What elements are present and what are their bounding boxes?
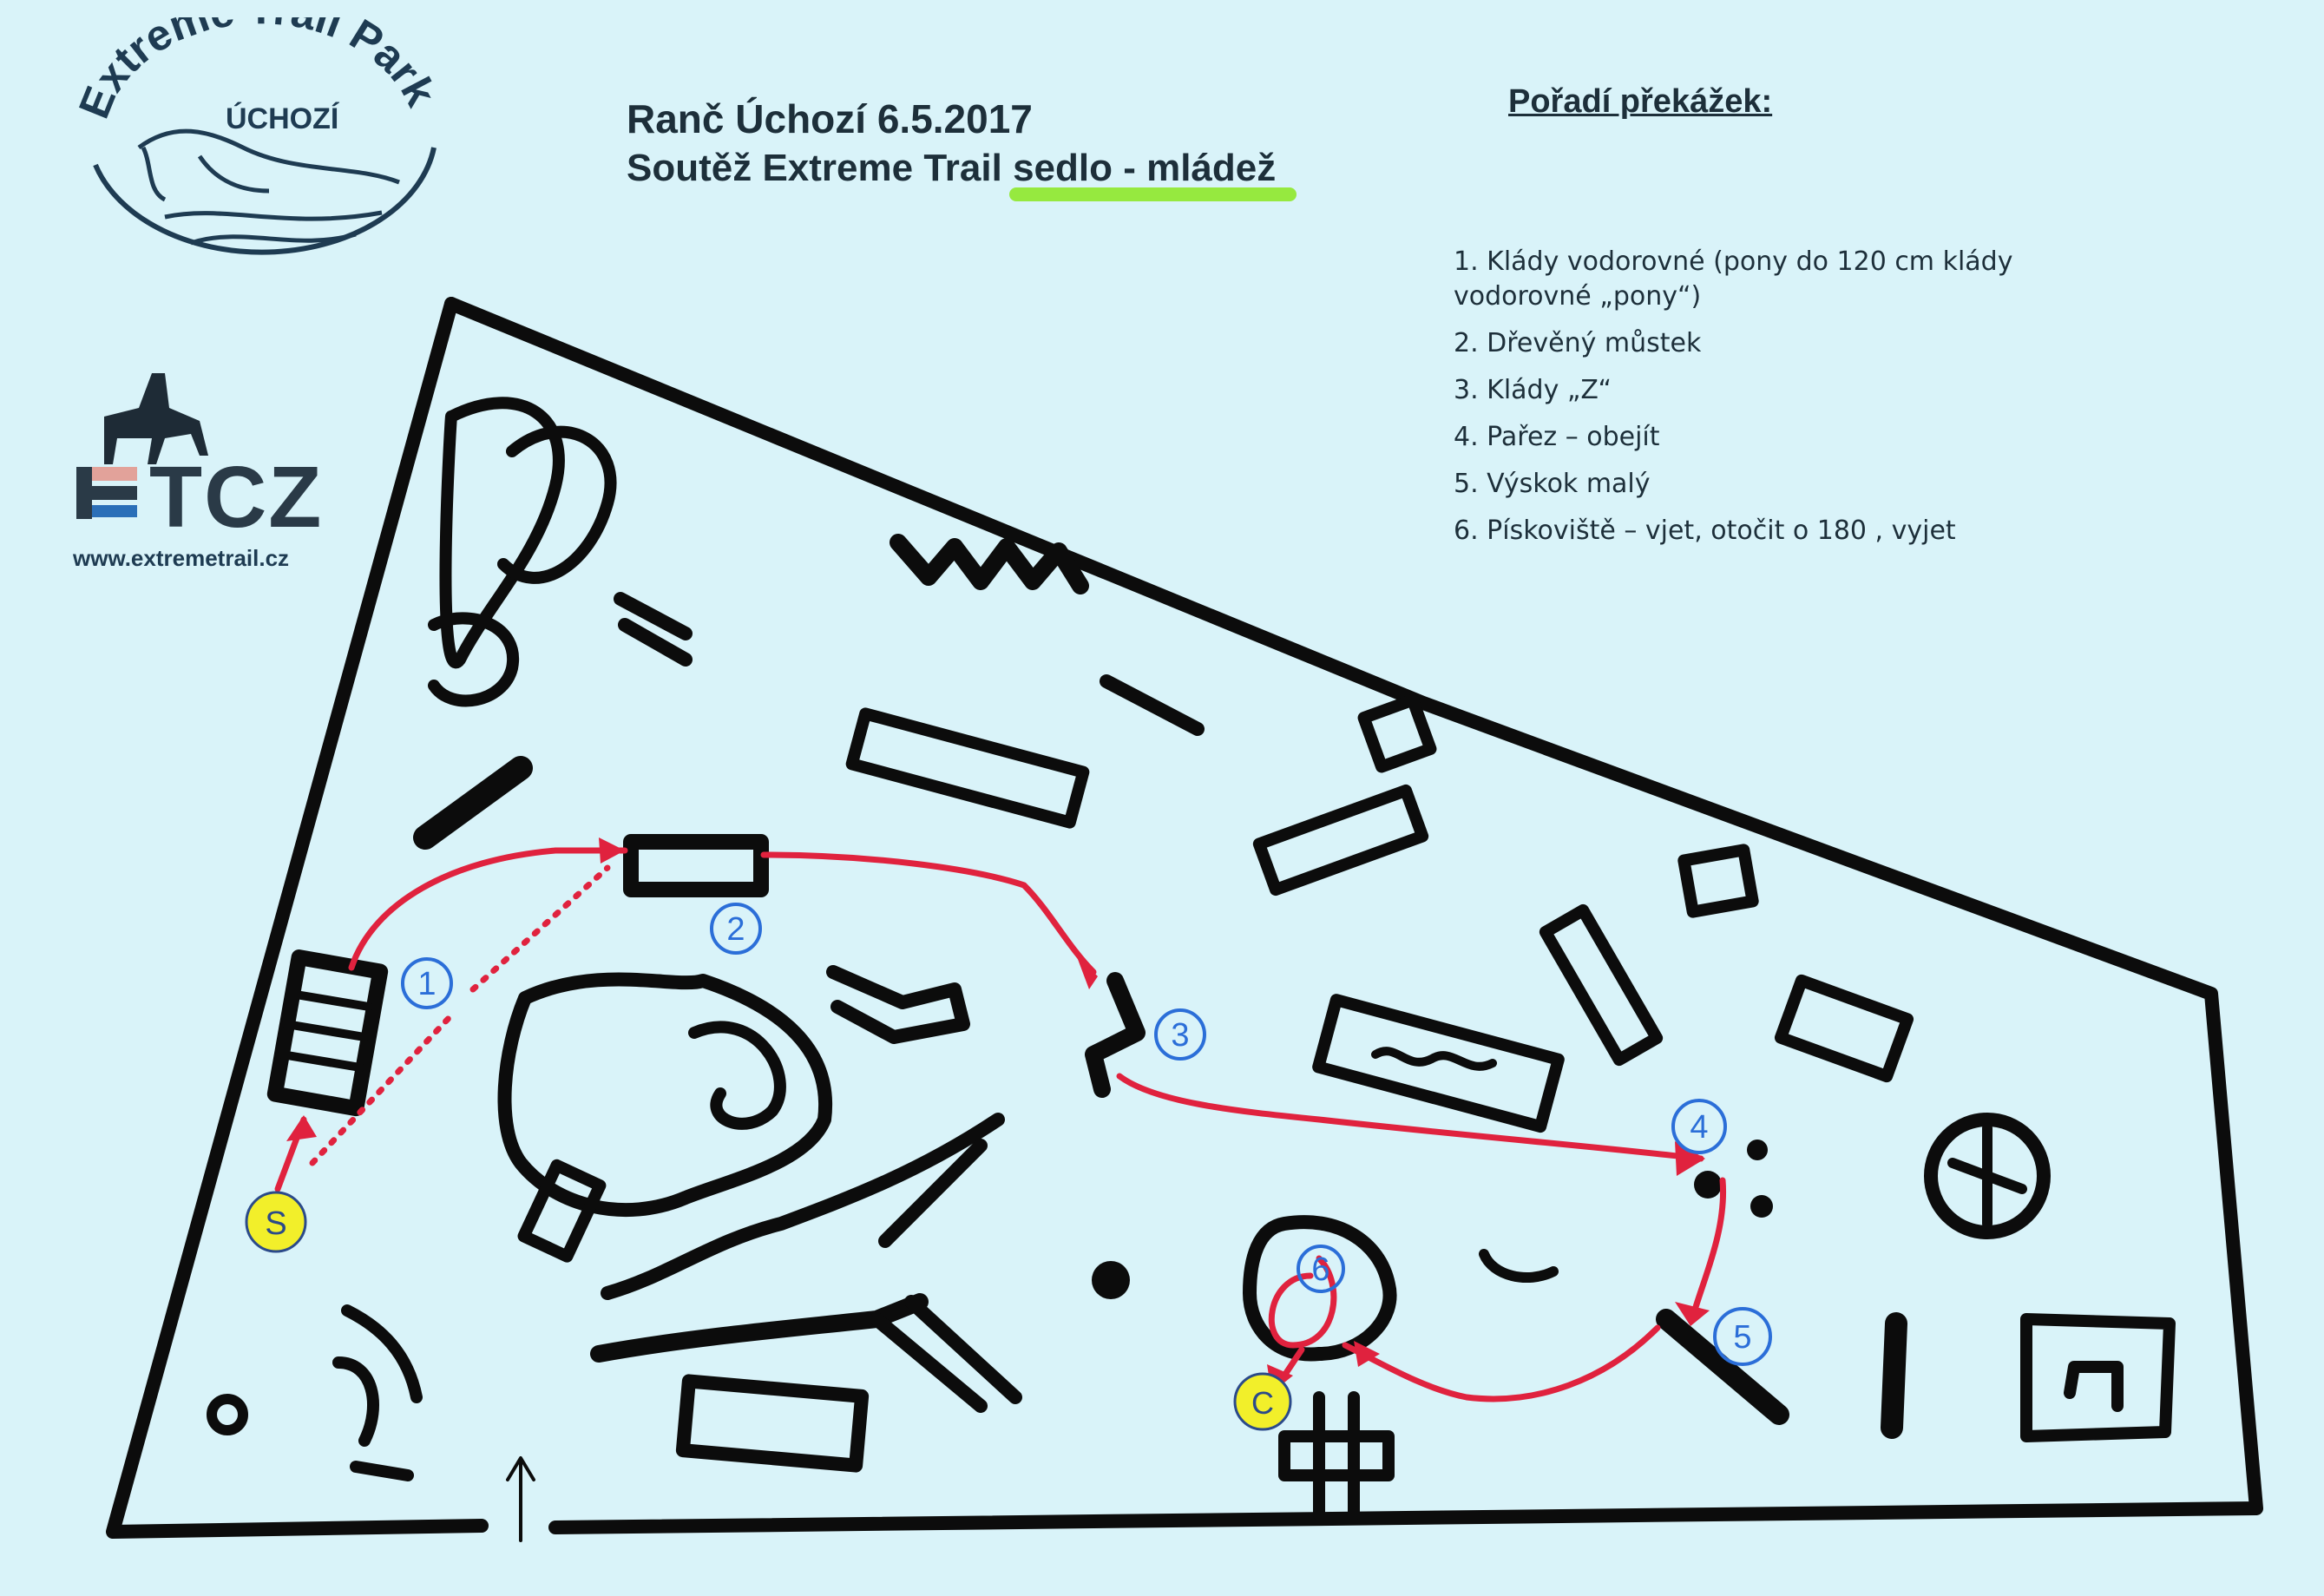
obstacle-6-sandpit [1243, 1215, 1397, 1362]
water-waves-icon [164, 210, 383, 246]
marker-4-label: 4 [1690, 1109, 1708, 1146]
horse-icon [137, 128, 400, 185]
obstacle-3-z-logs [1085, 972, 1146, 1098]
sandpit-large [497, 972, 833, 1218]
category-highlight: sedlo - mládež [1013, 147, 1277, 189]
marker-3 [1154, 1008, 1206, 1061]
marker-2-label: 2 [726, 911, 745, 948]
entrance-arrow-icon [506, 1456, 535, 1542]
marker-3-label: 3 [1171, 1017, 1189, 1054]
obstacle-shape [439, 397, 565, 669]
obstacle-poles [614, 592, 693, 667]
logo-sub-text: ÚCHOZÍ [226, 102, 340, 135]
obstacle-markers [401, 903, 1772, 1366]
page-title: Ranč Úchozí 6.5.2017 Soutěž Extreme Trai… [627, 94, 1276, 193]
water-obstacle [1312, 994, 1565, 1133]
obstacle-order-list: 1. Klády vodorovné (pony do 120 cm klády… [1454, 245, 2148, 561]
obstacle-list-item: 2. Dřevěný můstek [1454, 328, 1702, 358]
zigzag-obstacle [890, 534, 1089, 594]
obstacle-list-item: 1. Klády vodorovné (pony do 120 cm klády… [1454, 246, 2013, 312]
marker-4 [1671, 1099, 1727, 1154]
marker-1-label: 1 [417, 966, 436, 1002]
finish-marker [1233, 1372, 1292, 1431]
obstacle-list-item: 5. Výskok malý [1454, 469, 1651, 499]
arena-boundary [444, 297, 2263, 1534]
round-obstacle [1924, 1113, 2051, 1239]
obstacle-4-stump [1694, 1171, 1722, 1199]
arena-boundary-left [106, 297, 489, 1539]
title-line-1: Ranč Úchozí 6.5.2017 [627, 96, 1033, 141]
etcz-url-link[interactable]: www.extremetrail.cz [73, 545, 290, 571]
obstacle-list-item: 4. Pařez – obejít [1454, 422, 1660, 452]
obstacle-2-bridge [623, 834, 769, 897]
marker-5-label: 5 [1733, 1319, 1751, 1356]
logo-circle-arc [93, 147, 437, 255]
marker-5 [1713, 1307, 1772, 1366]
maze-obstacle [2020, 1313, 2176, 1442]
marker-6-label: 6 [1311, 1251, 1329, 1288]
bridge-obstacle [845, 707, 1090, 829]
etcz-brand: TCZ [149, 449, 324, 546]
obstacle-order-heading: Pořadí překážek: [1508, 83, 1773, 120]
route-path [274, 847, 1727, 1402]
obstacle-list-item: 6. Pískoviště – vjet, otočit o 180 , vyj… [1454, 516, 1956, 546]
marker-6 [1297, 1245, 1345, 1293]
start-label: S [265, 1205, 286, 1242]
finish-label: C [1251, 1385, 1274, 1421]
obstacle-list-item: 3. Klády „Z“ [1454, 375, 1612, 405]
marker-1 [401, 957, 453, 1009]
extreme-trail-park-logo: Extreme Trail Park ÚCHOZÍ [69, 17, 445, 255]
obstacle-5-step [1656, 1309, 1789, 1425]
etcz-rider-icon [76, 373, 208, 519]
marker-2 [710, 903, 762, 955]
start-marker [245, 1191, 307, 1253]
title-line-2: Soutěž Extreme Trail sedlo - mládež [627, 147, 1277, 189]
